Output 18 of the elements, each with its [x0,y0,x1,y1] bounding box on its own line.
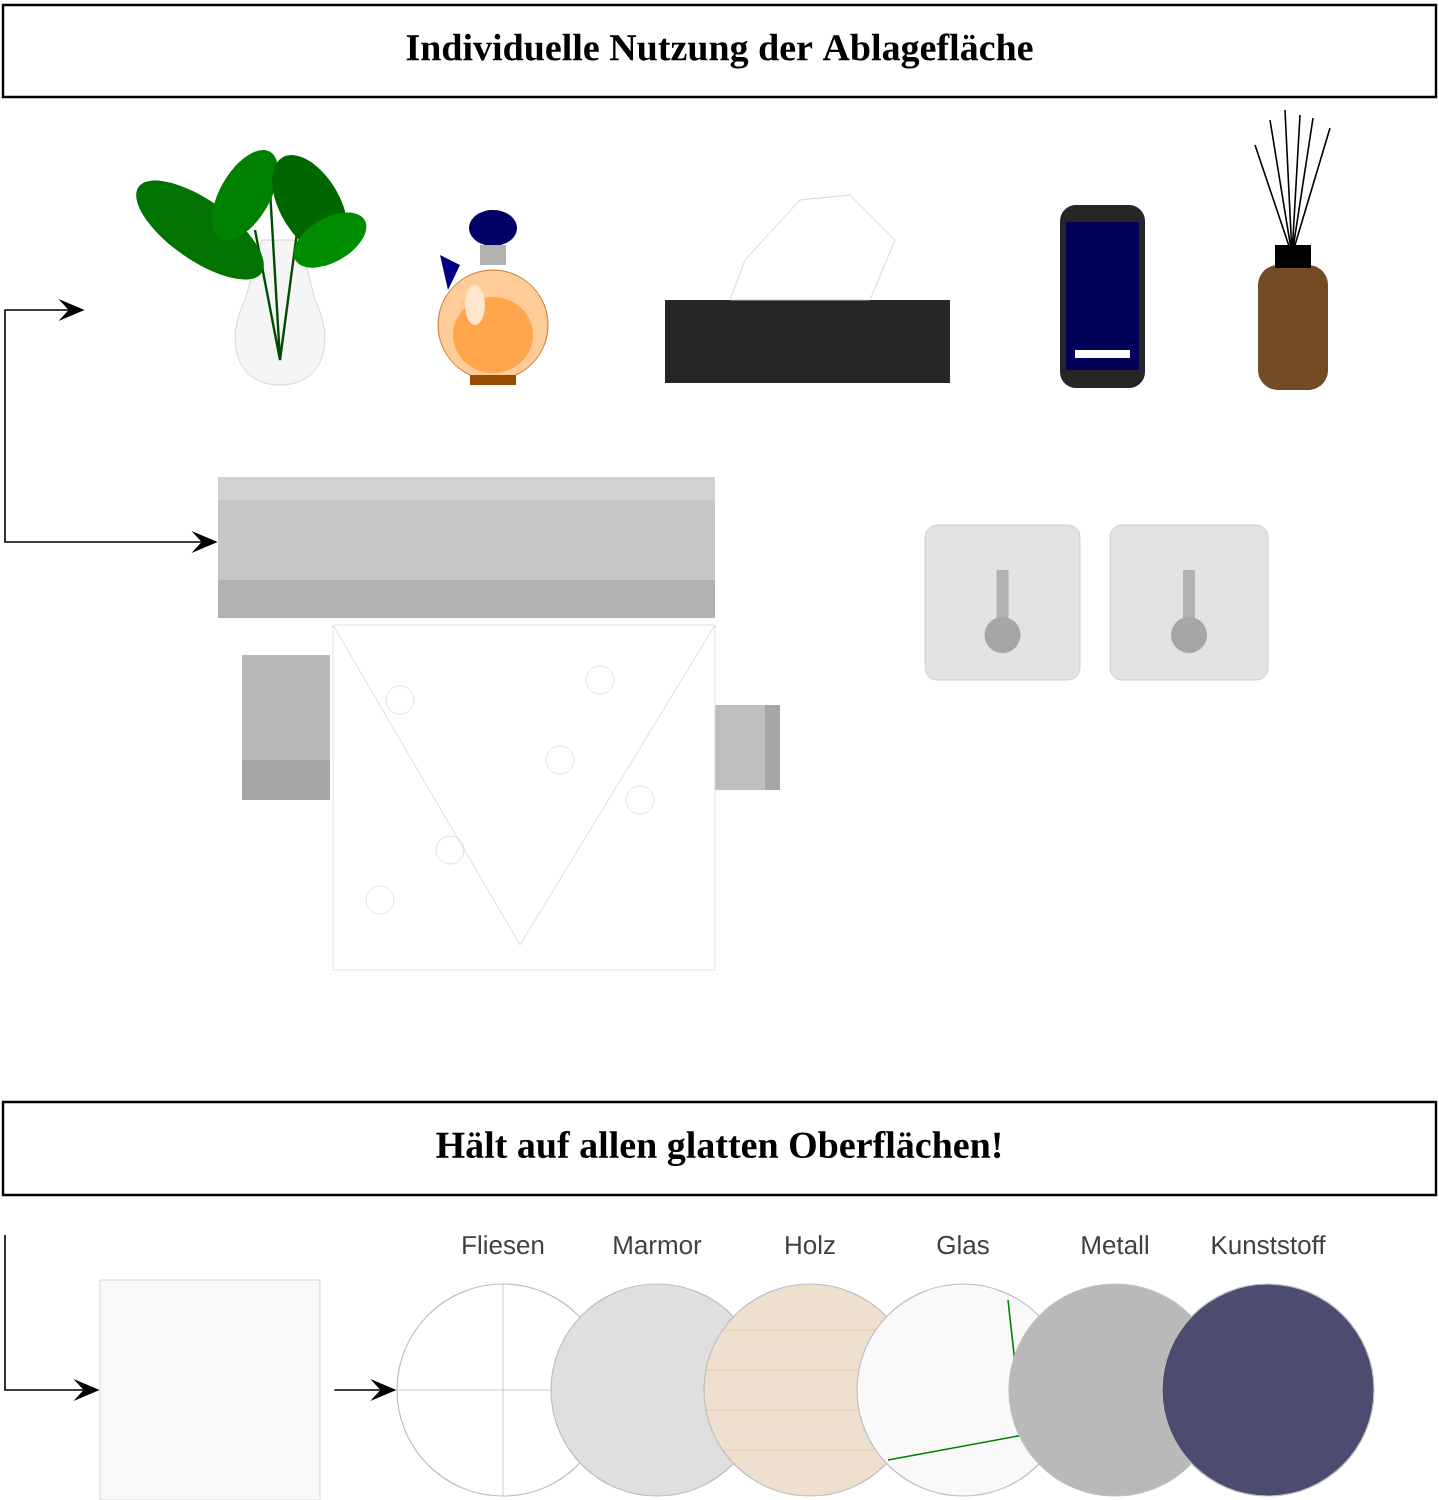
tissue-box-drawing [665,194,950,383]
perfume-bottle-drawing [437,210,549,385]
reed-diffuser-drawing [1254,109,1331,390]
node-label: Kunststoff [1212,1235,1326,1255]
title-box: Individuelle Nutzung der Ablagefläche [1,3,1438,99]
paper-holder-drawing [218,477,780,971]
smartphone-drawing [1060,205,1145,388]
node-label: Fliesen [463,1235,544,1255]
node-label: Holz [786,1235,835,1255]
wall-hook-drawing [924,524,1081,681]
node-label: Metall [1082,1235,1148,1255]
wall-hook-drawing [1109,524,1269,681]
adhesive-pad-drawing [99,1279,321,1500]
title-box: Hält auf allen glatten Oberflächen! [1,1100,1438,1197]
plant-drawing [136,149,367,386]
surface-sample: Kunststoff [1161,1235,1375,1497]
node-label: Glas [937,1235,989,1255]
node-label: Marmor [614,1236,702,1255]
